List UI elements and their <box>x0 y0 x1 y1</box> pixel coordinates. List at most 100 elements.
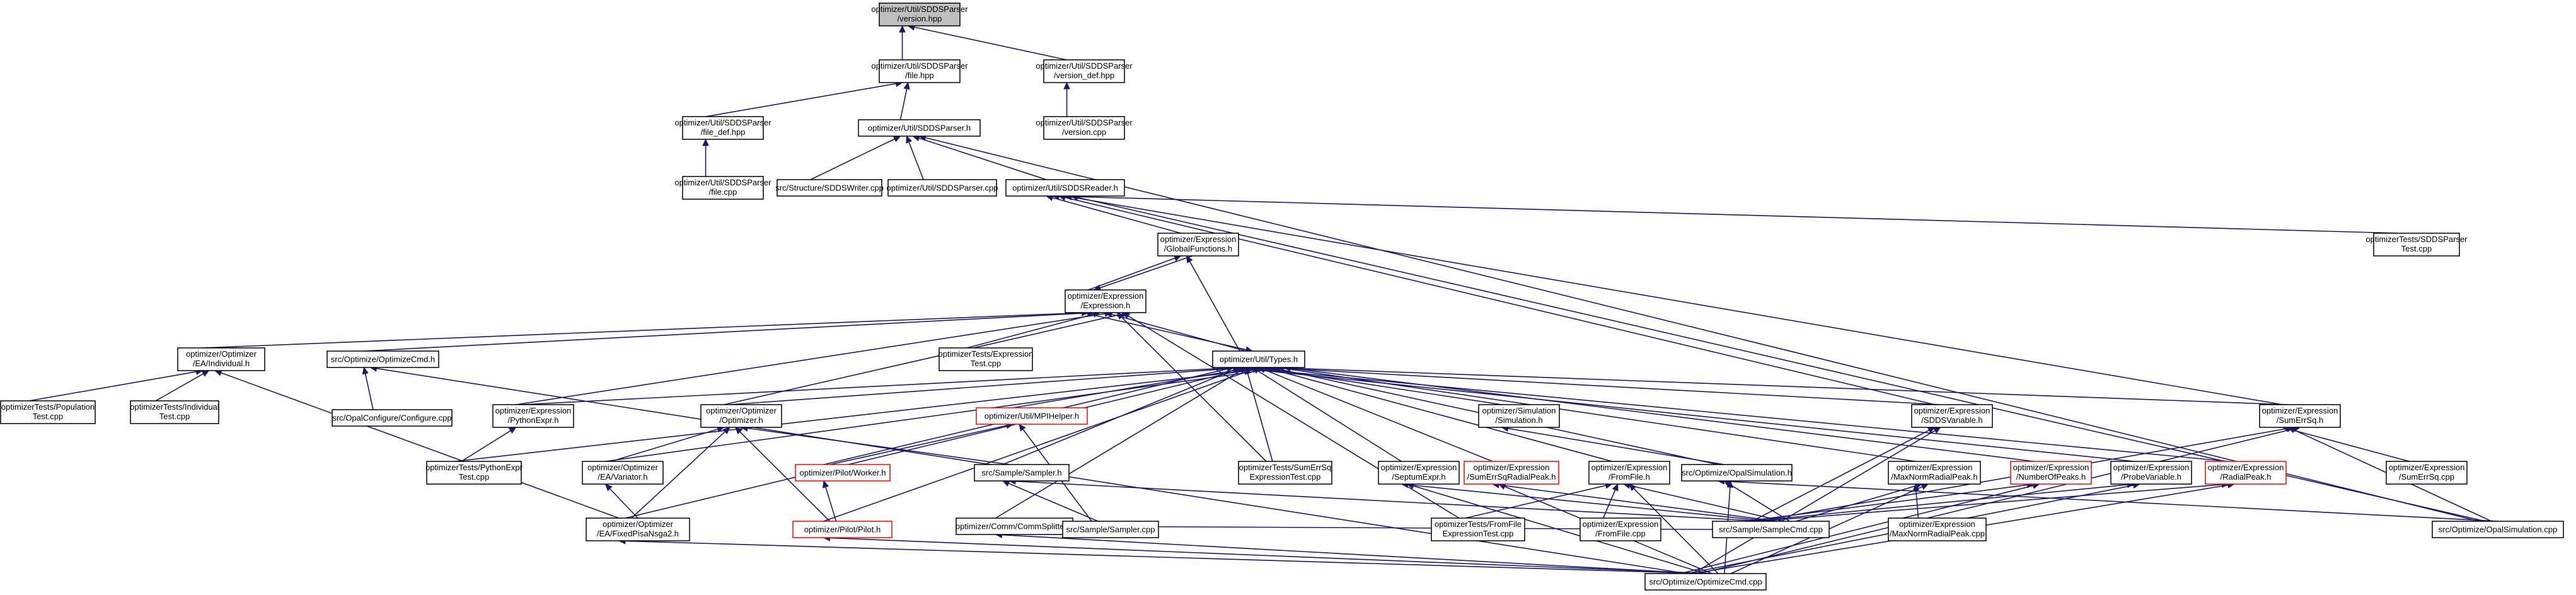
node-label: /SeptumExpr.h <box>1392 472 1445 482</box>
node-label: optimizerTests/PythonExpr <box>425 463 523 472</box>
node-variator-h[interactable]: optimizer/Optimizer/EA/Variator.h <box>582 461 664 485</box>
edge-optimizecmd_cpp-to-pilot_h <box>829 537 1713 574</box>
node-fromfile-h[interactable]: optimizer/Expression/FromFile.h <box>1588 461 1670 485</box>
node-optimizer-h[interactable]: optimizer/Optimizer/Optimizer.h <box>700 404 782 428</box>
node-fixedpisansga2-h[interactable]: optimizer/Optimizer/EA/FixedPisaNsga2.h <box>586 517 690 541</box>
edge-populationtest_cpp-to-individual_h <box>28 371 197 401</box>
edge-sddsvariable_h-to-sddsreader_h <box>1065 197 1935 405</box>
edge-samplecmd_cpp-to-fromfile_h <box>1629 485 1784 522</box>
node-maxnormradialpeak-cpp[interactable]: optimizer/Expression/MaxNormRadialPeak.c… <box>1888 517 1987 541</box>
edge-commsplitter_h-to-types_h <box>995 370 1241 519</box>
node-samplecmd-cpp[interactable]: src/Sample/SampleCmd.cpp <box>1712 521 1830 538</box>
node-numberofpeaks-h[interactable]: optimizer/Expression/NumberOfPeaks.h <box>2010 461 2092 485</box>
node-label: optimizer/Util/SDDSParser <box>871 61 968 71</box>
node-box <box>976 407 1088 425</box>
node-expression-h[interactable]: optimizer/Expression/Expression.h <box>1065 289 1146 313</box>
edge-sumerrsqexpressiontest_cpp-to-expression_h <box>1121 316 1267 462</box>
node-label: /file_def.hpp <box>701 127 746 137</box>
edge-optimizecmd_h-to-expression_h <box>364 312 1088 352</box>
node-optimizecmd-h[interactable]: src/Optimize/OptimizeCmd.h <box>326 350 439 368</box>
arrowhead-file_hpp-to-version_hpp <box>899 25 906 33</box>
node-opalsimulation-cpp[interactable]: src/Optimize/OpalSimulation.cpp <box>2432 521 2564 538</box>
node-label: optimizer/Expression <box>1068 291 1144 301</box>
node-fromfile-cpp[interactable]: optimizer/Expression/FromFile.cpp <box>1580 517 1661 541</box>
edge-sampler_h-to-optimizer_h <box>747 427 1010 465</box>
arrowhead-version_cpp-to-version_def_hpp <box>1063 81 1070 90</box>
edge-septumexpr_h-to-types_h <box>1257 370 1402 462</box>
node-expressiontest-cpp[interactable]: optimizerTests/ExpressionTest.cpp <box>939 347 1034 371</box>
node-radialpeak-h[interactable]: optimizer/Expression/RadialPeak.h <box>2205 461 2287 485</box>
node-version-cpp[interactable]: optimizer/Util/SDDSParser/version.cpp <box>1036 116 1133 140</box>
node-box <box>326 350 439 368</box>
node-sddsparser-h[interactable]: optimizer/Util/SDDSParser.h <box>858 119 981 137</box>
node-commsplitter-h[interactable]: optimizer/Comm/CommSplitter.h <box>956 517 1073 535</box>
node-box <box>1065 289 1146 313</box>
node-pythonexpr-h[interactable]: optimizer/Expression/PythonExpr.h <box>492 404 574 428</box>
edge-file_def_hpp-to-file_hpp <box>705 83 896 117</box>
node-sumerrsq-h[interactable]: optimizer/Expression/SumErrSq.h <box>2259 404 2341 428</box>
node-box <box>130 400 219 424</box>
node-globalfunctions-h[interactable]: optimizer/Expression/GlobalFunctions.h <box>1157 233 1239 257</box>
node-box <box>879 59 961 83</box>
node-box <box>1043 59 1125 83</box>
node-sddswriter-cpp[interactable]: src/Structure/SDDSWriter.cpp <box>775 179 884 197</box>
node-probevariable-h[interactable]: optimizer/Expression/ProbeVariable.h <box>2110 461 2192 485</box>
node-septumexpr-h[interactable]: optimizer/Expression/SeptumExpr.h <box>1378 461 1460 485</box>
edge-sddsparsertest_cpp-to-sddsreader_h <box>1058 195 2398 234</box>
node-opalsimulation-h[interactable]: src/Optimize/OpalSimulation.h <box>1681 464 1793 482</box>
edge-radialpeak_h-to-types_h <box>1245 367 2229 462</box>
edge-samplecmd_cpp-to-sddsvariable_h <box>1752 429 1930 522</box>
node-version-def-hpp[interactable]: optimizer/Util/SDDSParser/version_def.hp… <box>1036 59 1133 83</box>
node-mpihelper-h[interactable]: optimizer/Util/MPIHelper.h <box>976 407 1088 425</box>
node-sampler-cpp[interactable]: src/Sample/Sampler.cpp <box>1062 521 1159 538</box>
node-box <box>0 400 96 424</box>
node-label: optimizer/Comm/CommSplitter.h <box>956 522 1073 531</box>
node-box <box>2205 461 2287 485</box>
node-sddsreader-h[interactable]: optimizer/Util/SDDSReader.h <box>1005 179 1125 197</box>
node-pilot-h[interactable]: optimizer/Pilot/Pilot.h <box>792 521 892 538</box>
node-simulation-h[interactable]: optimizer/Simulation/Simulation.h <box>1478 404 1560 428</box>
edge-optimizecmd_cpp-to-commsplitter_h <box>1002 534 1700 574</box>
node-sumerrsqradialpeak-h[interactable]: optimizer/Expression/SumErrSqRadialPeak.… <box>1464 461 1559 485</box>
edge-expressiontest_cpp-to-expression_h <box>966 313 1094 349</box>
node-types-h[interactable]: optimizer/Util/Types.h <box>1212 350 1305 368</box>
node-box <box>332 409 453 427</box>
node-sddsparser-cpp[interactable]: optimizer/Util/SDDSParser.cpp <box>887 179 998 197</box>
node-individual-h[interactable]: optimizer/Optimizer/EA/Individual.h <box>177 347 265 371</box>
node-file-cpp[interactable]: optimizer/Util/SDDSParser/file.cpp <box>674 176 771 200</box>
node-label: optimizer/Expression <box>2113 463 2190 472</box>
node-sumerrsqexpressiontest-cpp[interactable]: optimizerTests/SumErrSqExpressionTest.cp… <box>1238 461 1332 485</box>
node-box <box>792 521 892 538</box>
node-file-hpp[interactable]: optimizer/Util/SDDSParser/file.hpp <box>871 59 968 83</box>
edge-samplecmd_cpp-to-sumerrsqradialpeak_h <box>1498 484 1777 522</box>
edge-pilot_h-to-optimizer_h <box>739 431 831 522</box>
edge-opalsimulation_h-to-simulation_h <box>1508 427 1724 465</box>
node-maxnormradialpeak-h[interactable]: optimizer/Expression/MaxNormRadialPeak.h <box>1888 461 1981 485</box>
node-label: /SDDSVariable.h <box>1921 415 1982 425</box>
node-label: optimizer/Expression <box>2208 463 2284 472</box>
node-label: optimizer/Util/SDDSParser <box>674 178 771 187</box>
node-box <box>1712 521 1830 538</box>
edge-variator_h-to-optimizer_h <box>611 429 719 462</box>
node-configure-cpp[interactable]: src/OpalConfigure/Configure.cpp <box>332 409 453 427</box>
node-sddsvariable-h[interactable]: optimizer/Expression/SDDSVariable.h <box>1911 404 1993 428</box>
node-file-def-hpp[interactable]: optimizer/Util/SDDSParser/file_def.hpp <box>674 116 771 140</box>
node-label: /MaxNormRadialPeak.cpp <box>1890 529 1985 538</box>
node-label: /SumErrSqRadialPeak.h <box>1467 472 1556 482</box>
node-worker-h[interactable]: optimizer/Pilot/Worker.h <box>795 464 891 482</box>
node-label: ExpressionTest.cpp <box>1443 529 1514 538</box>
node-optimizecmd-cpp[interactable]: src/Optimize/OptimizeCmd.cpp <box>1644 573 1767 591</box>
node-label: optimizer/Expression <box>1474 463 1550 472</box>
node-sampler-h[interactable]: src/Sample/Sampler.h <box>974 464 1070 482</box>
node-label: /EA/FixedPisaNsga2.h <box>597 529 679 538</box>
node-label: Test.cpp <box>33 412 63 421</box>
node-sumerrsq-cpp[interactable]: optimizer/Expression/SumErrSq.cpp <box>2386 461 2468 485</box>
node-fromfileexpressiontest-cpp[interactable]: optimizerTests/FromFileExpressionTest.cp… <box>1431 517 1525 541</box>
node-box <box>887 179 997 197</box>
node-label: optimizer/Pilot/Pilot.h <box>804 525 881 534</box>
edge-configure_cpp-to-optimizecmd_h <box>364 373 374 410</box>
